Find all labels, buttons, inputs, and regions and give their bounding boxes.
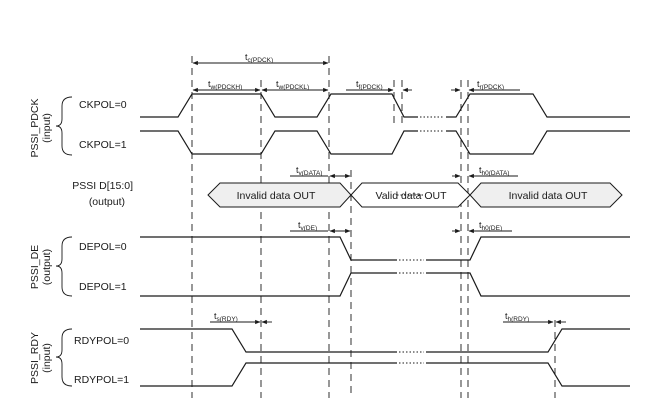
group-label-rdy: PSSI_RDY (input) [29, 332, 53, 384]
timing-h-data-symbol: t [479, 165, 482, 175]
waveform-ckpol1-end [446, 130, 630, 155]
timing-v-de-symbol: t [298, 220, 301, 230]
brace-de [55, 236, 73, 297]
group-rdy-direction: (input) [41, 343, 53, 373]
svg-text:tw(PDCKH): tw(PDCKH) [208, 79, 242, 91]
timing-v-de: tv(DE) [290, 220, 351, 234]
brace-pdck [55, 96, 73, 156]
group-de-direction: (output) [41, 249, 53, 285]
svg-text:th0(DE): th0(DE) [479, 220, 502, 232]
timing-c-pdck-sub: c(PDCK) [248, 57, 274, 64]
svg-text:tw(PDCKL): tw(PDCKL) [276, 79, 309, 91]
timing-h-de: th0(DE) [452, 220, 512, 234]
svg-text:tr(PDCK): tr(PDCK) [477, 79, 504, 91]
signal-label-data: PSSI D[15:0] [72, 180, 133, 192]
group-pdck-name: PSSI_PDCK [29, 99, 41, 158]
timing-v-data: tv(DATA) [290, 165, 351, 179]
waveform-depol0-end [426, 236, 630, 261]
timing-s-rdy: ts(RDY) [210, 311, 272, 325]
timing-v-de-sub: v(DE) [301, 225, 318, 232]
timing-f-pdck-symbol: t [356, 79, 359, 89]
svg-text:th0(DATA): th0(DATA) [479, 165, 509, 177]
timing-w-pdckh: tw(PDCKH) [192, 79, 261, 93]
timing-v-data-sub: v(DATA) [299, 170, 323, 177]
timing-h-rdy-symbol: t [505, 311, 508, 321]
timing-w-pdckl-sub: w(PDCKL) [278, 84, 310, 91]
svg-text:tc(PDCK): tc(PDCK) [245, 52, 273, 64]
timing-r-pdck-symbol: t [477, 79, 480, 89]
signal-label-ckpol0: CKPOL=0 [79, 99, 127, 111]
waveform-depol1-end [426, 272, 630, 297]
timing-c-pdck-symbol: t [245, 52, 248, 62]
waveform-rdypol0-end [426, 328, 630, 353]
timing-f-pdck-sub: f(PDCK) [359, 84, 383, 91]
waveform-depol1 [140, 272, 397, 297]
svg-text:tf(PDCK): tf(PDCK) [356, 79, 383, 91]
waveform-ckpol0 [140, 93, 418, 118]
group-label-pdck: PSSI_PDCK (input) [29, 99, 53, 158]
waveform-depol0 [140, 236, 397, 261]
svg-text:tv(DATA): tv(DATA) [296, 165, 322, 177]
group-label-de: PSSI_DE (output) [29, 245, 53, 289]
timing-w-pdckl-symbol: t [276, 79, 279, 89]
svg-text:th(RDY): th(RDY) [505, 311, 529, 323]
timing-v-data-symbol: t [296, 165, 299, 175]
timing-f-pdck: tf(PDCK) [346, 79, 412, 93]
bus-label-invalid-1: Invalid data OUT [237, 190, 316, 202]
timing-h-data: th0(DATA) [452, 165, 518, 179]
signal-label-depol0: DEPOL=0 [79, 241, 127, 253]
timing-h-data-sub: h0(DATA) [482, 170, 510, 177]
signal-label-data-direction: (output) [89, 196, 125, 208]
group-rdy-name: PSSI_RDY [29, 332, 41, 384]
signal-label-ckpol1: CKPOL=1 [79, 139, 127, 151]
timing-r-pdck-sub: r(PDCK) [480, 84, 505, 91]
timing-h-rdy-sub: h(RDY) [508, 316, 530, 323]
signal-label-rdypol1: RDYPOL=1 [74, 374, 129, 386]
signal-label-depol1: DEPOL=1 [79, 281, 127, 293]
timing-w-pdckh-symbol: t [208, 79, 211, 89]
timing-h-de-symbol: t [479, 220, 482, 230]
waveform-rdypol1 [140, 362, 397, 387]
data-bus: Invalid data OUT Valid data OUT Invalid … [207, 182, 623, 208]
svg-text:tv(DE): tv(DE) [298, 220, 317, 232]
timing-h-rdy: th(RDY) [503, 311, 566, 325]
waveform-rdypol1-end [426, 362, 630, 387]
signal-label-rdypol0: RDYPOL=0 [74, 335, 129, 347]
timing-c-pdck: tc(PDCK) [192, 52, 329, 66]
waveform-ckpol1 [140, 130, 418, 155]
bus-label-invalid-2: Invalid data OUT [509, 190, 588, 202]
svg-text:ts(RDY): ts(RDY) [214, 311, 238, 323]
waveform-ckpol0-end [446, 93, 630, 118]
bus-label-valid: Valid data OUT [375, 190, 447, 202]
waveform-rdypol0 [140, 328, 397, 353]
timing-s-rdy-sub: s(RDY) [217, 316, 238, 323]
timing-w-pdckl: tw(PDCKL) [261, 79, 329, 93]
timing-r-pdck: tr(PDCK) [451, 79, 520, 93]
bus-segment-invalid-2 [469, 182, 623, 208]
timing-w-pdckh-sub: w(PDCKH) [210, 84, 243, 91]
group-de-name: PSSI_DE [29, 245, 41, 289]
timing-s-rdy-symbol: t [214, 311, 217, 321]
brace-rdy [55, 328, 73, 387]
group-pdck-direction: (input) [41, 113, 53, 143]
reference-lines [191, 56, 556, 398]
timing-h-de-sub: h0(DE) [482, 225, 503, 232]
